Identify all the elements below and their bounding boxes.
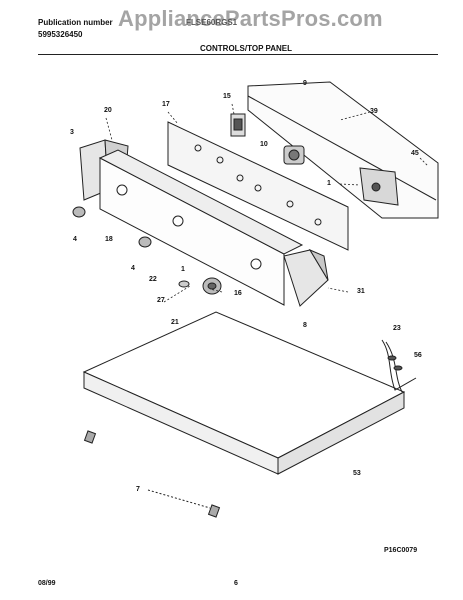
wire-harness[interactable] xyxy=(381,339,417,393)
callout-18: 18 xyxy=(105,236,113,243)
control-panel-plate[interactable] xyxy=(167,121,349,251)
callout-7: 7 xyxy=(136,486,140,493)
footer-date: 08/99 xyxy=(38,580,56,587)
callout-53: 53 xyxy=(353,470,361,477)
callout-23: 23 xyxy=(393,325,401,332)
callout-45: 45 xyxy=(411,150,419,157)
right-end-cap[interactable] xyxy=(283,248,329,307)
callout-10: 10 xyxy=(260,141,268,148)
publication-label: Publication number xyxy=(38,18,113,27)
callout-56: 56 xyxy=(414,352,422,359)
callout-31: 31 xyxy=(357,288,365,295)
callout-21: 21 xyxy=(171,319,179,326)
callout-17: 17 xyxy=(162,101,170,108)
front-console[interactable] xyxy=(98,149,304,306)
control-module-part[interactable] xyxy=(359,167,399,206)
callout-1-switch: 1 xyxy=(181,266,185,273)
callout-15: 15 xyxy=(223,93,231,100)
publication-number: 5995326450 xyxy=(38,30,83,39)
page-number: 6 xyxy=(234,580,238,587)
callout-39: 39 xyxy=(370,108,378,115)
switch-part[interactable] xyxy=(230,113,246,137)
callout-4-lower: 4 xyxy=(131,265,135,272)
callout-4-upper: 4 xyxy=(73,236,77,243)
callout-16: 16 xyxy=(234,290,242,297)
callout-3: 3 xyxy=(70,129,74,136)
knob-part[interactable] xyxy=(72,206,222,295)
section-title: CONTROLS/TOP PANEL xyxy=(200,44,293,53)
callout-9: 9 xyxy=(303,80,307,87)
timer-part[interactable] xyxy=(283,145,305,165)
callout-27: 27 xyxy=(157,297,165,304)
bumper-part[interactable] xyxy=(83,430,221,518)
diagram-code: P16C0079 xyxy=(384,547,418,554)
callout-20: 20 xyxy=(104,107,112,114)
callout-1-module: 1 xyxy=(327,180,331,187)
watermark: AppliancePartsPros.com xyxy=(118,6,383,31)
callout-8: 8 xyxy=(303,322,307,329)
leader-lines xyxy=(105,103,429,303)
model-number: FLSE60RGS1 xyxy=(186,18,238,27)
top-lid[interactable] xyxy=(82,311,406,475)
header-divider xyxy=(38,54,438,55)
callout-22: 22 xyxy=(149,276,157,283)
